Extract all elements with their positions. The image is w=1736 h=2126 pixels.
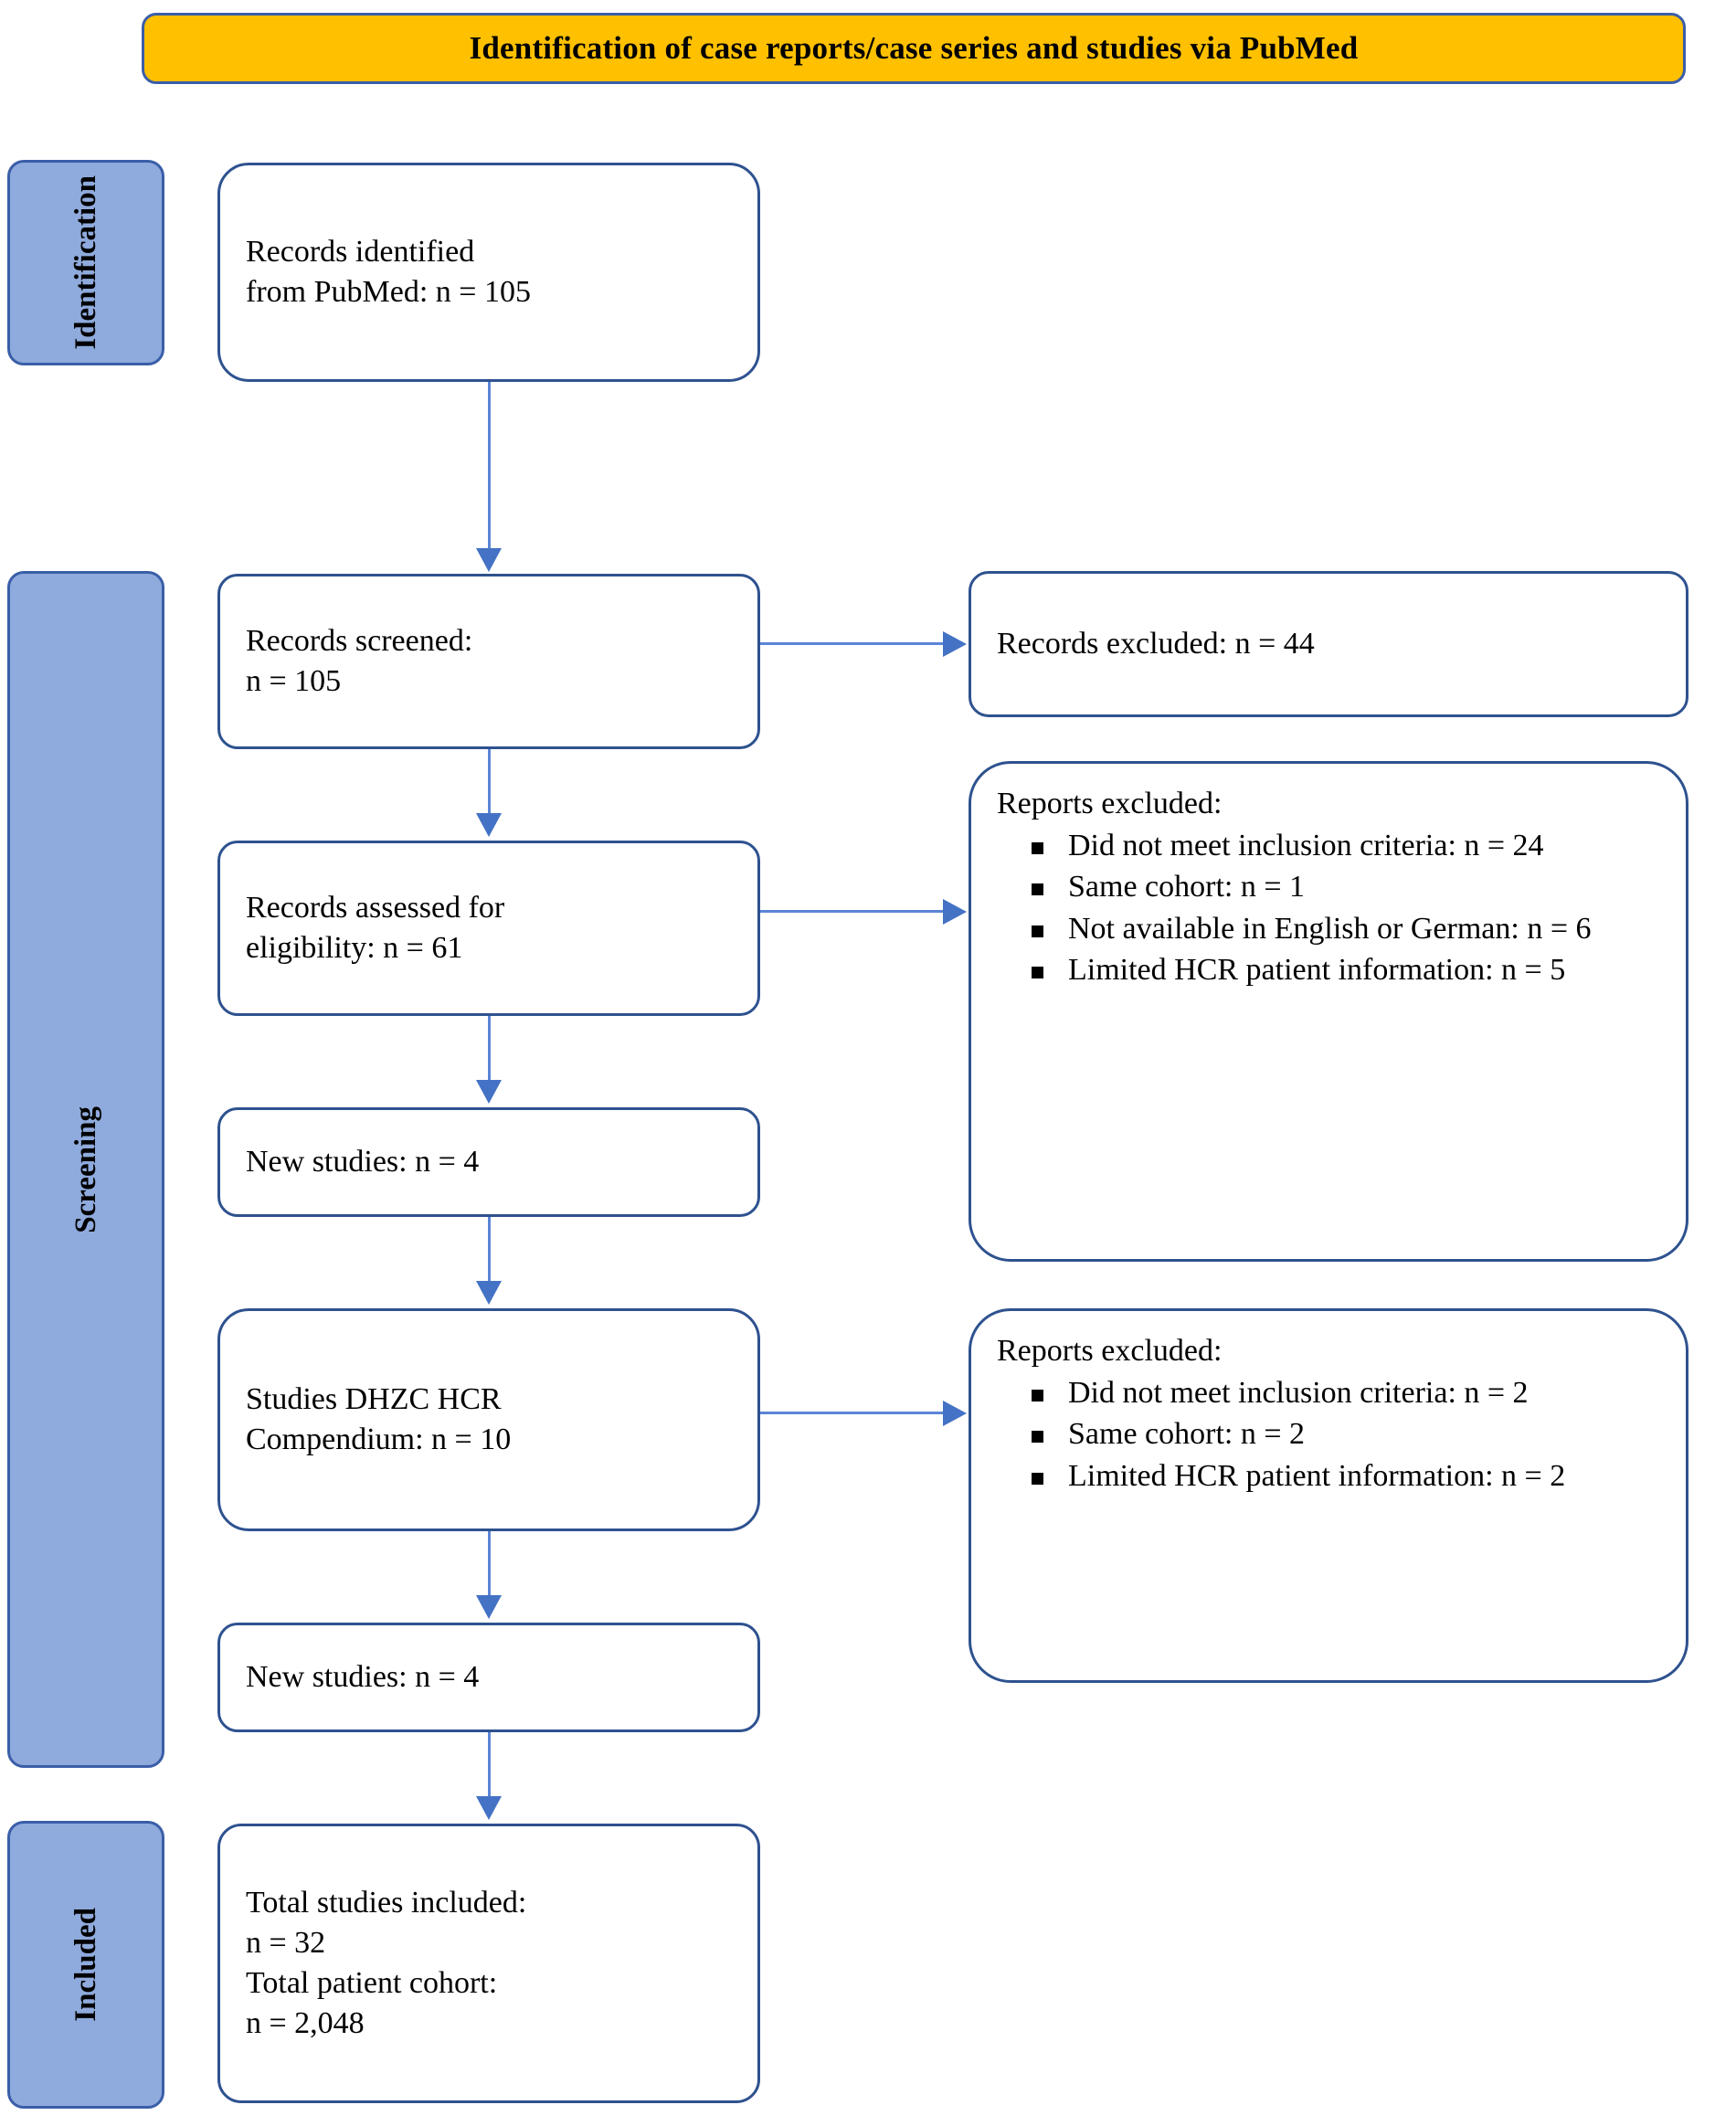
node-text-line: Studies DHZC HCR xyxy=(246,1381,502,1416)
node-text-line: Compendium: n = 10 xyxy=(246,1423,512,1456)
connector-new-studies-1-to-compendium xyxy=(488,1217,491,1283)
connector-compendium-to-reports-excluded-2 xyxy=(760,1412,945,1414)
node-title: Reports excluded: xyxy=(997,1334,1223,1368)
node-text-line: Records identified xyxy=(246,234,475,269)
connector-identified-to-screened xyxy=(488,382,491,550)
exclusion-reason-item: Limited HCR patient information: n = 5 xyxy=(1032,950,1660,989)
node-records-excluded: Records excluded: n = 44 xyxy=(969,571,1688,717)
node-total-studies-included: Total studies included: n = 32 Total pat… xyxy=(217,1824,760,2103)
node-text-line: n = 32 xyxy=(246,1925,326,1960)
stage-label-included: Included xyxy=(69,1908,102,2022)
connector-eligibility-to-new-studies-1 xyxy=(488,1016,491,1082)
stage-bar-identification: Identification xyxy=(7,160,164,365)
node-text-line: Records assessed for xyxy=(246,890,505,925)
connector-screened-to-eligibility xyxy=(488,749,491,815)
node-text-line: New studies: n = 4 xyxy=(246,1144,480,1179)
node-records-screened: Records screened: n = 105 xyxy=(217,574,760,749)
node-new-studies-first: New studies: n = 4 xyxy=(217,1107,760,1217)
connector-screened-to-records-excluded xyxy=(760,642,945,645)
node-text-line: eligibility: n = 61 xyxy=(246,931,463,965)
node-new-studies-second: New studies: n = 4 xyxy=(217,1623,760,1732)
arrowhead-screened-to-records-excluded xyxy=(943,631,967,657)
exclusion-reason-item: Not available in English or German: n = … xyxy=(1032,909,1660,948)
arrowhead-new-studies-1-to-compendium xyxy=(476,1281,502,1305)
node-reports-excluded-second: Reports excluded: Did not meet inclusion… xyxy=(969,1308,1688,1683)
node-text-line: from PubMed: n = 105 xyxy=(246,275,531,309)
node-text-line: n = 2,048 xyxy=(246,2006,365,2041)
stage-label-screening: Screening xyxy=(69,1105,102,1233)
stage-label-identification: Identification xyxy=(69,175,102,350)
arrowhead-identified-to-screened xyxy=(476,548,502,572)
exclusion-reason-item: Did not meet inclusion criteria: n = 24 xyxy=(1032,826,1660,865)
exclusion-reason-list: Did not meet inclusion criteria: n = 2 S… xyxy=(997,1373,1660,1497)
connector-compendium-to-new-studies-2 xyxy=(488,1531,491,1597)
node-text-line: Total patient cohort: xyxy=(246,1966,498,2000)
node-records-identified: Records identified from PubMed: n = 105 xyxy=(217,163,760,382)
node-title: Reports excluded: xyxy=(997,787,1223,820)
exclusion-reason-list: Did not meet inclusion criteria: n = 24 … xyxy=(997,826,1660,991)
banner-title-text: Identification of case reports/case seri… xyxy=(469,30,1359,66)
exclusion-reason-item: Did not meet inclusion criteria: n = 2 xyxy=(1032,1373,1660,1412)
arrowhead-compendium-to-new-studies-2 xyxy=(476,1595,502,1619)
arrowhead-new-studies-2-to-included xyxy=(476,1796,502,1820)
node-text-line: Total studies included: xyxy=(246,1885,527,1920)
node-reports-excluded-first: Reports excluded: Did not meet inclusion… xyxy=(969,761,1688,1262)
node-text-line: New studies: n = 4 xyxy=(246,1659,480,1694)
stage-bar-included: Included xyxy=(7,1821,164,2109)
node-text-line: Records excluded: n = 44 xyxy=(997,626,1315,661)
diagram-banner-title: Identification of case reports/case seri… xyxy=(142,13,1686,84)
connector-new-studies-2-to-included xyxy=(488,1732,491,1798)
arrowhead-eligibility-to-new-studies-1 xyxy=(476,1080,502,1104)
node-studies-dhzc-hcr-compendium: Studies DHZC HCR Compendium: n = 10 xyxy=(217,1308,760,1531)
arrowhead-eligibility-to-reports-excluded-1 xyxy=(943,899,967,925)
node-text-line: Records screened: xyxy=(246,623,473,658)
stage-bar-screening: Screening xyxy=(7,571,164,1768)
node-records-assessed-eligibility: Records assessed for eligibility: n = 61 xyxy=(217,841,760,1016)
arrowhead-compendium-to-reports-excluded-2 xyxy=(943,1401,967,1426)
exclusion-reason-item: Limited HCR patient information: n = 2 xyxy=(1032,1456,1660,1496)
arrowhead-screened-to-eligibility xyxy=(476,813,502,837)
node-text-line: n = 105 xyxy=(246,664,342,698)
exclusion-reason-item: Same cohort: n = 1 xyxy=(1032,867,1660,906)
connector-eligibility-to-reports-excluded-1 xyxy=(760,910,945,913)
exclusion-reason-item: Same cohort: n = 2 xyxy=(1032,1414,1660,1454)
